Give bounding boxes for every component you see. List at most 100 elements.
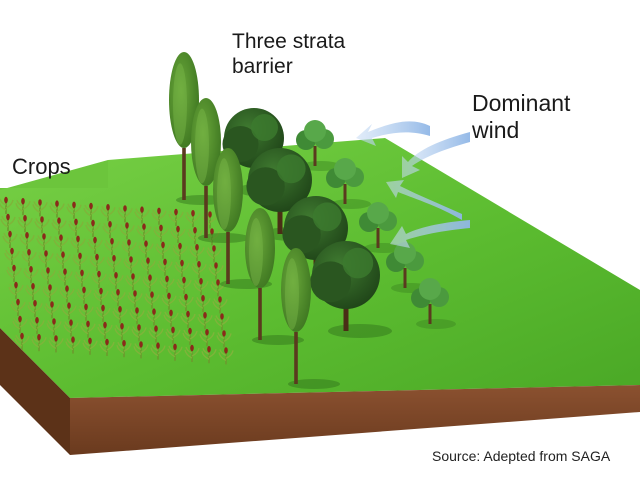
crop-plant-icon — [53, 234, 69, 252]
shrub-tree-icon — [411, 278, 456, 329]
broadleaf-row — [222, 108, 392, 338]
crop-plant-icon — [155, 241, 171, 259]
crop-plant-icon — [199, 329, 215, 347]
wind-label-line1: Dominant — [472, 90, 571, 116]
poplar-tree-icon — [281, 248, 340, 389]
shrub-row — [296, 120, 456, 329]
crop-plant-icon — [100, 204, 116, 222]
crop-plant-icon — [32, 199, 48, 217]
poplar-tree-icon — [191, 98, 250, 243]
shrub-tree-icon — [359, 202, 404, 253]
crop-plant-icon — [165, 326, 181, 344]
crop-plant-icon — [129, 307, 145, 325]
crop-plant-icon — [187, 227, 203, 245]
crop-plant-icon — [191, 261, 207, 279]
crop-plant-icon — [157, 258, 173, 276]
crop-plant-icon — [85, 219, 101, 237]
crop-plant-icon — [89, 253, 105, 271]
crop-plant-icon — [172, 242, 188, 260]
crop-plant-icon — [170, 225, 186, 243]
crop-plant-icon — [161, 292, 177, 310]
crop-plant-icon — [197, 312, 213, 330]
crop-plant-icon — [153, 224, 169, 242]
crop-plant-icon — [59, 285, 75, 303]
crop-plant-icon — [114, 323, 130, 341]
crop-plant-icon — [83, 202, 99, 220]
crop-plant-icon — [51, 217, 67, 235]
crop-plant-icon — [136, 223, 152, 241]
crop-plant-icon — [15, 198, 31, 216]
crop-plant-icon — [210, 279, 226, 297]
crop-plant-icon — [150, 342, 166, 360]
crop-plant-icon — [48, 335, 64, 353]
crop-plant-icon — [82, 337, 98, 355]
crop-plant-icon — [189, 244, 205, 262]
crop-plant-icon — [14, 332, 30, 350]
crop-plant-icon — [216, 330, 232, 348]
crop-plant-icon — [25, 283, 41, 301]
crop-plant-icon — [117, 205, 133, 223]
shrub-tree-icon — [296, 120, 341, 171]
crop-plant-icon — [23, 266, 39, 284]
crop-plant-icon — [93, 287, 109, 305]
crop-plant-icon — [34, 216, 50, 234]
crop-plant-icon — [134, 206, 150, 224]
crop-plant-icon — [49, 200, 65, 218]
crop-plant-icon — [55, 251, 71, 269]
poplar-row — [169, 52, 340, 389]
crop-plant-icon — [76, 286, 92, 304]
crop-plant-icon — [29, 317, 45, 335]
crop-plant-icon — [185, 210, 201, 228]
crop-plant-icon — [10, 298, 26, 316]
source-credit: Source: Adepted from SAGA — [432, 448, 611, 464]
crop-plant-icon — [19, 232, 35, 250]
crop-plant-icon — [159, 275, 175, 293]
crop-plant-icon — [80, 320, 96, 338]
crop-plant-icon — [193, 278, 209, 296]
crop-plant-icon — [125, 273, 141, 291]
crop-plant-icon — [70, 235, 86, 253]
crop-plant-icon — [184, 344, 200, 362]
wind-arrow-icon — [356, 121, 430, 146]
poplar-tree-icon — [245, 208, 304, 345]
crop-plant-icon — [87, 236, 103, 254]
crop-plant-icon — [142, 274, 158, 292]
crop-plant-icon — [127, 290, 143, 308]
crop-plant-icon — [106, 255, 122, 273]
crop-plant-icon — [144, 291, 160, 309]
crop-plant-icon — [151, 207, 167, 225]
crop-plant-icon — [38, 250, 54, 268]
crop-plant-icon — [31, 334, 47, 352]
wind-label-line2: wind — [472, 117, 520, 144]
crop-plant-icon — [8, 281, 24, 299]
crop-plant-icon — [17, 215, 33, 233]
barrier-label-line1: Three strata — [232, 30, 346, 53]
crop-plant-icon — [163, 309, 179, 327]
crop-plant-icon — [148, 325, 164, 343]
crop-plant-icon — [112, 306, 128, 324]
wind-arrow-icon — [402, 132, 470, 178]
crop-plant-icon — [178, 293, 194, 311]
crop-plant-icon — [138, 240, 154, 258]
crop-plant-icon — [201, 346, 217, 364]
crop-plant-icon — [61, 302, 77, 320]
crop-plant-icon — [214, 313, 230, 331]
crop-plant-icon — [12, 315, 28, 333]
crop-plant-icon — [121, 239, 137, 257]
crop-plant-icon — [44, 301, 60, 319]
crop-plant-icon — [78, 303, 94, 321]
wind-label: Dominant wind — [472, 90, 570, 144]
crop-plant-icon — [66, 201, 82, 219]
crop-plant-icon — [119, 222, 135, 240]
crop-plant-icon — [91, 270, 107, 288]
crop-plant-icon — [36, 233, 52, 251]
crop-plant-icon — [133, 341, 149, 359]
crop-plant-icon — [167, 343, 183, 361]
crop-field — [0, 196, 234, 365]
crop-plant-icon — [27, 300, 43, 318]
crop-plant-icon — [57, 268, 73, 286]
crop-plant-icon — [97, 321, 113, 339]
wind-arrow-icon — [390, 220, 470, 248]
